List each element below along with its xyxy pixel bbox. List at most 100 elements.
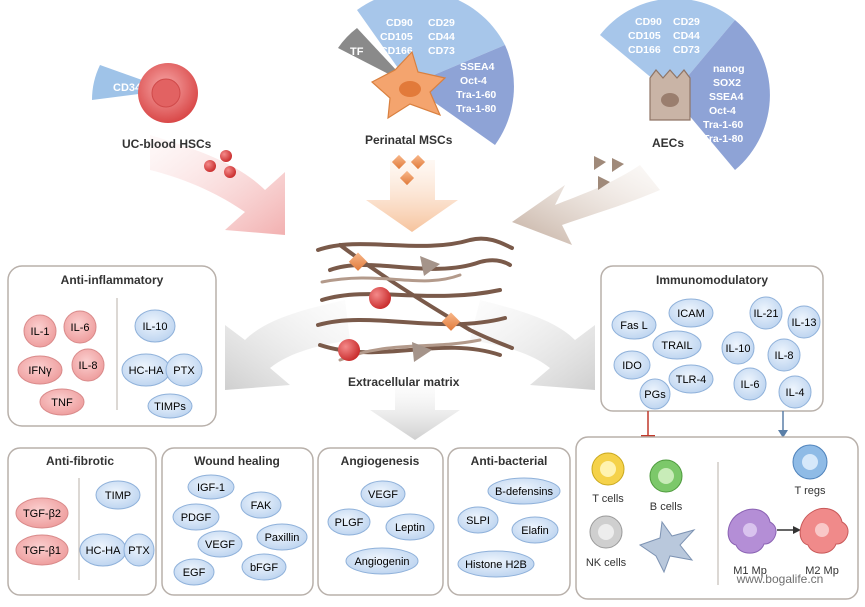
factor-oval <box>613 350 651 380</box>
factor-oval <box>187 474 235 500</box>
oval-label: TIMPs <box>154 401 186 413</box>
oval-label: TIMP <box>105 490 131 502</box>
panel-box <box>575 436 859 600</box>
ecm-fiber <box>316 316 507 327</box>
oval-label: IL-13 <box>791 317 816 329</box>
oval-label: IL-6 <box>71 322 90 334</box>
panel-title: Angiogenesis <box>341 454 420 468</box>
factor-oval <box>360 480 406 508</box>
panel-title: Anti-fibrotic <box>46 454 114 468</box>
oval-label: PLGF <box>335 517 364 529</box>
hsc-label: UC-blood HSCs <box>122 137 212 151</box>
oval-label: TLR-4 <box>676 374 707 386</box>
oval-label: PDGF <box>181 512 212 524</box>
hsc-nucleus <box>151 78 181 108</box>
wound-healing-panel: Wound healing IGF-1 FAK PDGF Paxillin VE… <box>161 447 314 596</box>
factor-oval <box>457 506 499 534</box>
oval-label: IL-21 <box>753 308 778 320</box>
factor-oval <box>457 550 535 578</box>
aec-arrow <box>512 165 660 245</box>
ecm-fiber <box>320 288 502 302</box>
factor-oval <box>327 508 371 536</box>
oval-label: PTX <box>128 545 150 557</box>
aec-particle <box>598 176 610 190</box>
factor-oval <box>668 364 714 394</box>
factor-oval <box>123 533 155 567</box>
msc-nucleus <box>399 81 421 97</box>
aec-label: AECs <box>652 136 684 150</box>
panel-box <box>7 265 217 427</box>
promote-arrowhead <box>778 430 788 438</box>
factor-oval <box>611 310 657 340</box>
oval-label: SLPI <box>466 515 490 527</box>
oval-label: ICAM <box>677 308 705 320</box>
factor-oval <box>345 547 419 575</box>
anti-fibrotic-panel: Anti-fibrotic TGF-β2 TGF-β1 TIMP HC-HA P… <box>7 447 157 596</box>
factor-oval <box>385 513 435 541</box>
factor-oval <box>733 367 767 401</box>
factor-oval <box>652 330 702 360</box>
factor-oval <box>95 480 141 510</box>
oval-label: Leptin <box>395 522 425 534</box>
cytokine-oval <box>63 310 97 344</box>
oval-label: VEGF <box>205 539 235 551</box>
oval-label: HC-HA <box>86 545 121 557</box>
watermark: www.bogalife.cn <box>736 572 824 586</box>
msc-marker-wedge-violet <box>410 45 514 145</box>
oval-label: IL-1 <box>31 326 50 338</box>
blue-ovals: IL-10 HC-HA PTX TIMPs <box>121 309 203 419</box>
msc-markers-a: CD90 CD29 CD105 CD44 CD166 CD73 <box>380 17 458 57</box>
oval-label: IFNγ <box>28 365 52 377</box>
msc-tf-wedge <box>338 28 410 85</box>
msc-source: TF CD90 CD29 CD105 CD44 CD166 CD73 SSEA4… <box>338 0 514 186</box>
angiogenesis-panel: Angiogenesis VEGF PLGF Leptin Angiogenin <box>317 447 444 596</box>
factor-oval <box>241 553 287 581</box>
factor-oval <box>173 558 215 586</box>
oval-label: IL-8 <box>79 360 98 372</box>
factor-oval <box>197 530 243 558</box>
msc-marker-wedge-blue <box>357 0 505 85</box>
down-output-arrow <box>370 385 460 440</box>
factor-oval <box>668 298 714 328</box>
oval-label: Paxillin <box>265 532 300 544</box>
t-cell-label: T cells <box>592 493 624 505</box>
ecm-diamond <box>348 252 368 271</box>
hsc-source: CD34 UC-blood HSCs <box>91 63 236 178</box>
hsc-particle <box>204 160 216 172</box>
oval-label: PGs <box>644 389 666 401</box>
t-cell: T cells <box>591 452 625 505</box>
aec-source: CD90 CD29 CD105 CD44 CD166 CD73 nanog SO… <box>594 0 770 190</box>
factor-oval <box>134 309 176 343</box>
cytokine-oval <box>71 348 105 382</box>
factor-oval <box>787 305 821 339</box>
factor-oval <box>487 477 561 505</box>
panel-title: Anti-bacterial <box>471 454 548 468</box>
ecm-bead <box>369 287 391 309</box>
oval-label: Fas L <box>620 320 648 332</box>
immune-cells-panel: T cells B cells NK cells T regs M1 Mp <box>575 436 859 600</box>
cytokine-oval <box>17 355 63 385</box>
aec-particle <box>594 156 606 170</box>
oval-label: EGF <box>183 567 206 579</box>
cytokine-oval <box>15 497 69 529</box>
polarization-arrowhead <box>793 526 801 534</box>
ecm-bead <box>338 339 360 361</box>
oval-label: FAK <box>251 500 272 512</box>
msc-arrow <box>366 160 458 232</box>
cytokine-oval <box>39 388 85 416</box>
factor-oval <box>639 378 671 410</box>
oval-label: PTX <box>173 365 195 377</box>
oval-label: TGF-β2 <box>23 508 61 520</box>
factor-oval <box>165 353 203 387</box>
b-cell: B cells <box>649 459 683 513</box>
oval-label: IL-10 <box>142 321 167 333</box>
m2-label: M2 Mp <box>805 565 839 577</box>
factor-oval <box>172 503 220 531</box>
hsc-particle <box>220 150 232 162</box>
anti-bacterial-panel: Anti-bacterial B-defensins SLPI Elafin H… <box>447 447 571 596</box>
factor-oval <box>147 393 193 419</box>
aec-markers-b: nanog SOX2 SSEA4 Oct-4 Tra-1-60 Tra-1-80 <box>703 63 747 145</box>
nk-cell-label: NK cells <box>586 557 627 569</box>
left-output-arrow <box>225 300 350 390</box>
oval-label: IL-8 <box>775 350 794 362</box>
